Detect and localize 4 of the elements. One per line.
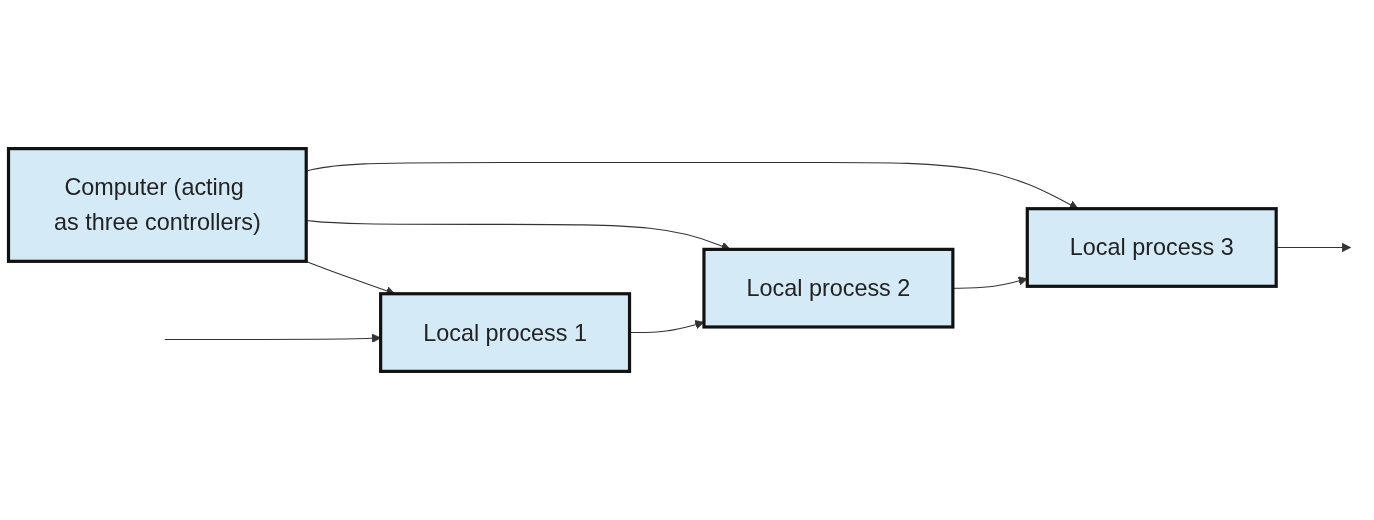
node-box: Local process 3 <box>1025 207 1278 288</box>
node-box: Local process 2 <box>702 247 955 329</box>
node-box: Computer (acting as three controllers) <box>6 147 308 263</box>
node-box: Local process 1 <box>379 292 632 373</box>
